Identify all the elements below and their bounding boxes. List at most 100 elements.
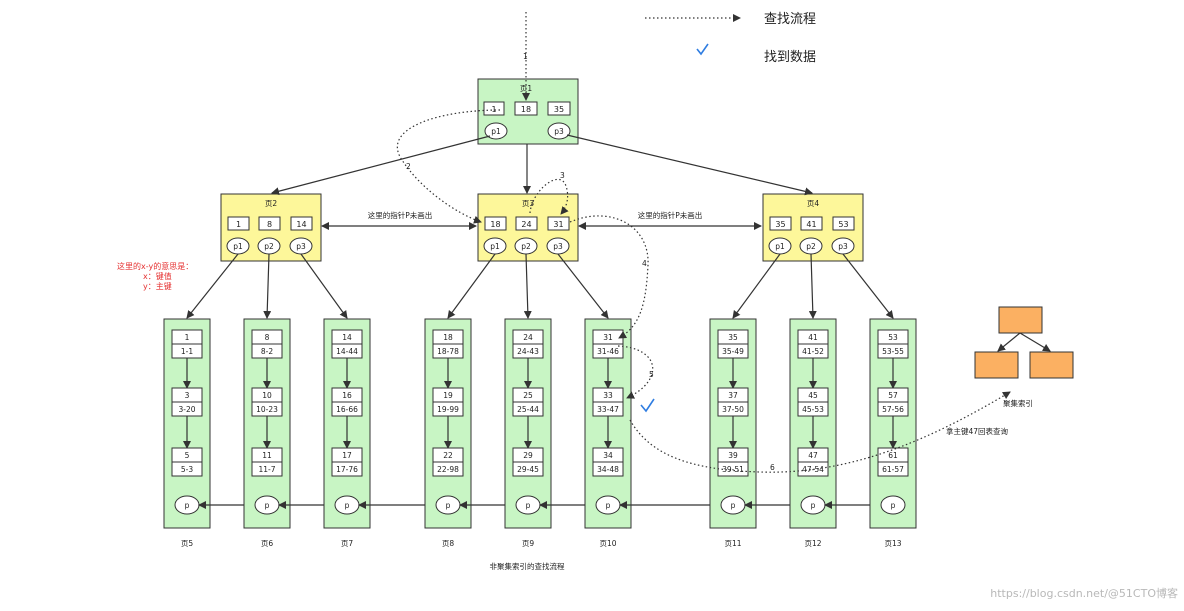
root-key-box — [483, 101, 505, 116]
flow-step-4 — [569, 215, 649, 339]
leaf-pointer-label: p — [731, 501, 736, 510]
leaf-page-label: 页13 — [884, 539, 901, 548]
root-key: 18 — [521, 105, 531, 114]
search-flow-paths: 1 2 3 4 5 6 — [396, 12, 1011, 473]
watermark: https://blog.csdn.net/@51CTO博客 — [990, 586, 1178, 600]
leaf-pointer — [880, 495, 906, 515]
record-value: 8-2 — [261, 347, 273, 356]
leaf-pointer-label: p — [811, 501, 816, 510]
leaf-page-label: 页7 — [341, 539, 353, 548]
leaf-pointer-label: p — [446, 501, 451, 510]
record-value: 37-50 — [722, 405, 744, 414]
internal-pointer-label: p3 — [296, 242, 306, 251]
internal-pointer-label: p3 — [838, 242, 848, 251]
internal-key: 41 — [806, 220, 816, 229]
record-value: 53-55 — [882, 347, 904, 356]
internal-page-title: 页4 — [807, 199, 819, 208]
internal-key: 14 — [296, 220, 306, 229]
record-key: 41 — [808, 333, 818, 342]
edge-internal-to-leaf — [557, 253, 609, 319]
record-value: 34-48 — [597, 465, 619, 474]
internal-pointer-label: p2 — [806, 242, 816, 251]
record-key: 3 — [185, 391, 190, 400]
clustered-index-child-node — [1029, 351, 1074, 379]
clustered-index-child-node — [974, 351, 1019, 379]
record-key: 25 — [523, 391, 533, 400]
record-value: 24-43 — [517, 347, 539, 356]
leaf-page-label: 页10 — [599, 539, 616, 548]
record-key: 22 — [443, 451, 453, 460]
record-key: 34 — [603, 451, 613, 460]
leaf-page-label: 页5 — [181, 539, 193, 548]
leaf-pointer-label: p — [606, 501, 611, 510]
legend-search-flow-label: 查找流程 — [764, 12, 816, 27]
internal-key: 8 — [267, 220, 272, 229]
edge-internal-to-leaf — [186, 253, 239, 319]
internal-pointer-label: p1 — [490, 242, 500, 251]
step-number: 5 — [649, 370, 654, 379]
record-value: 19-99 — [437, 405, 459, 414]
record-value: 61-57 — [882, 465, 904, 474]
edge-internal-to-leaf — [300, 253, 348, 319]
record-value: 35-49 — [722, 347, 744, 356]
record-value: 39-51 — [722, 465, 744, 474]
edge-internal-to-leaf — [732, 253, 781, 319]
record-key: 11 — [262, 451, 272, 460]
record-key: 18 — [443, 333, 453, 342]
root-key-box — [514, 101, 538, 116]
record-value: 45-53 — [802, 405, 824, 414]
note-line1: 这里的x-y的意思是： — [117, 261, 193, 271]
record-key: 47 — [808, 451, 818, 460]
step-number: 1 — [523, 52, 528, 61]
record-key: 16 — [342, 391, 352, 400]
record-key: 61 — [888, 451, 898, 460]
leaf-page-label: 页11 — [724, 539, 741, 548]
record-key: 17 — [342, 451, 352, 460]
record-value: 1-1 — [181, 347, 193, 356]
ptr-not-drawn-note: 这里的指针P未画出 — [368, 210, 433, 220]
step-number: 3 — [560, 171, 565, 180]
found-check-icon — [640, 398, 655, 413]
internal-key-box — [832, 216, 855, 231]
record-value-box — [592, 461, 624, 477]
record-value-box — [797, 461, 829, 477]
internal-pointer-label: p2 — [521, 242, 531, 251]
note-line2: x：键值 — [143, 271, 172, 281]
root-key: 1 — [491, 105, 496, 114]
step-number: 2 — [406, 162, 411, 171]
root-key-box — [547, 101, 571, 116]
record-value: 47-54 — [802, 465, 824, 474]
edge-internal-to-leaf — [263, 253, 272, 319]
record-value: 14-44 — [336, 347, 358, 356]
edge-internal-to-leaf — [523, 253, 532, 319]
leaf-pointer-label: p — [185, 501, 190, 510]
record-key: 24 — [523, 333, 533, 342]
record-value: 57-56 — [882, 405, 904, 414]
record-key: 45 — [808, 391, 818, 400]
record-value-box — [877, 461, 909, 477]
record-value: 5-3 — [181, 465, 193, 474]
clustered-index-label: 聚集索引 — [1003, 398, 1033, 408]
internal-page-title: 页3 — [522, 199, 534, 208]
key-value-note: 这里的x-y的意思是： x：键值 y：主键 — [117, 261, 193, 291]
record-value-box — [512, 461, 544, 477]
record-value: 10-23 — [256, 405, 278, 414]
leaf-pointer-label: p — [526, 501, 531, 510]
legend-found-label: 找到数据 — [764, 50, 816, 65]
leaf-pointer-label: p — [265, 501, 270, 510]
edge-root-to-page4 — [566, 134, 813, 196]
record-value: 16-66 — [336, 405, 358, 414]
leaf-page-label: 页8 — [442, 539, 454, 548]
internal-key-box — [769, 216, 792, 231]
